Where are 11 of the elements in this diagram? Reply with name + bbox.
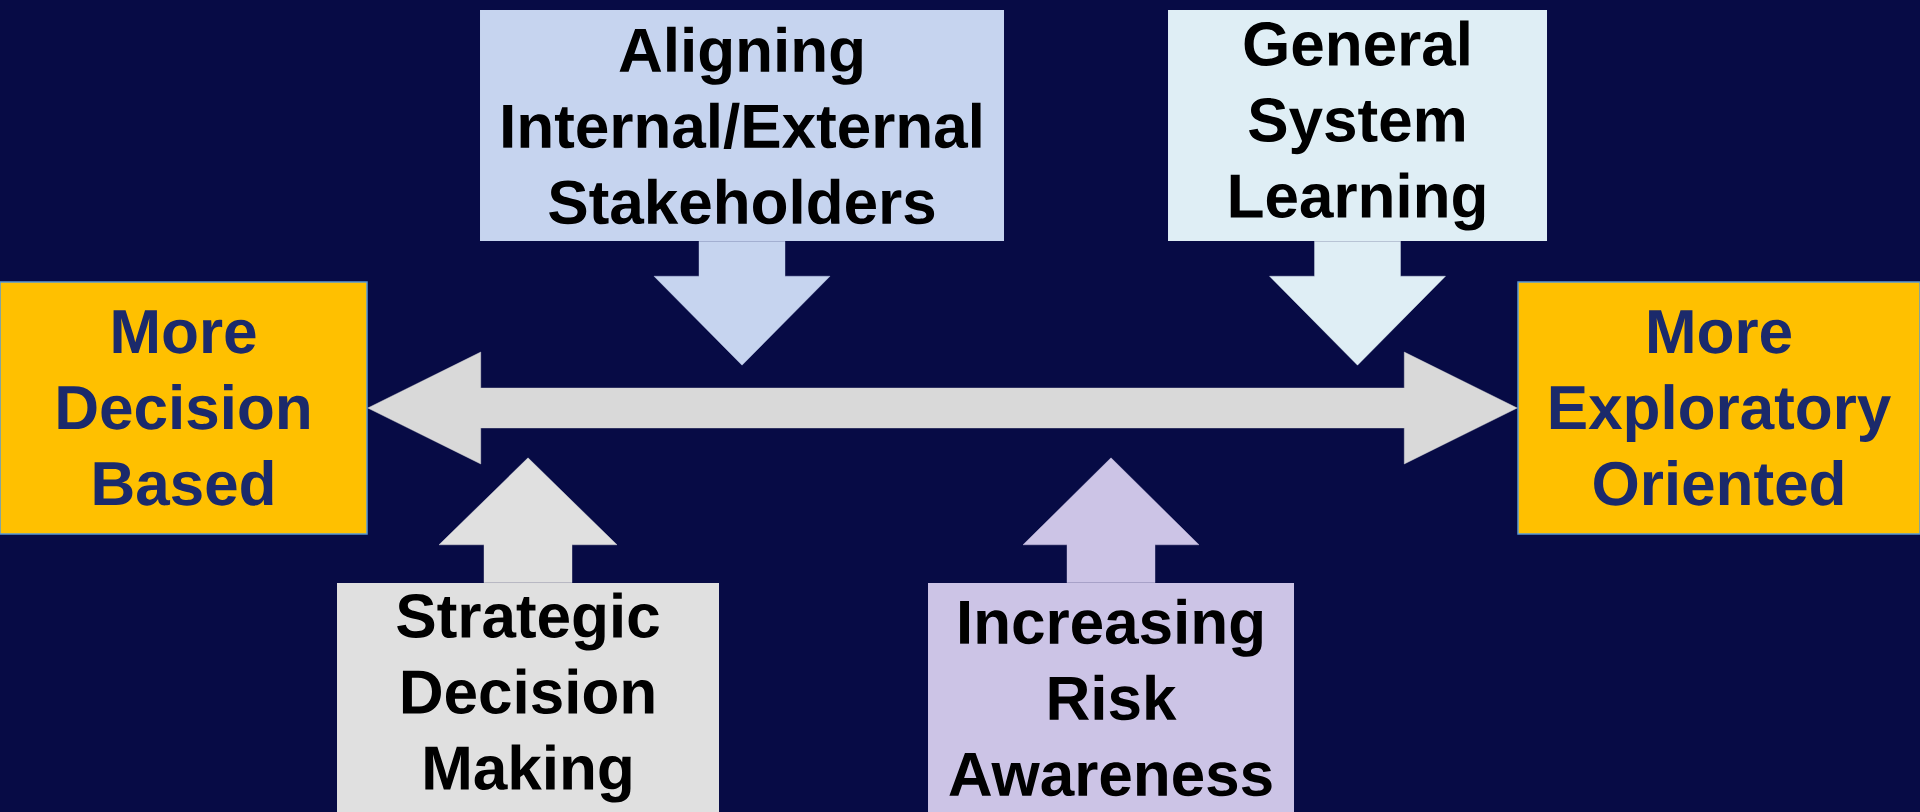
block-arrow [438, 457, 618, 583]
end-box: More Exploratory Oriented [1517, 281, 1920, 535]
label-box: Aligning Internal/External Stakeholders [480, 10, 1004, 241]
block-arrow [653, 241, 831, 366]
block-arrow [1269, 241, 1446, 366]
block-arrow [1022, 457, 1200, 583]
label-box: Strategic Decision Making [337, 583, 719, 812]
label-box: Increasing Risk Awareness [928, 583, 1294, 812]
end-box: More Decision Based [0, 281, 368, 535]
double-arrow [367, 351, 1518, 465]
label-box: General System Learning [1168, 10, 1547, 241]
